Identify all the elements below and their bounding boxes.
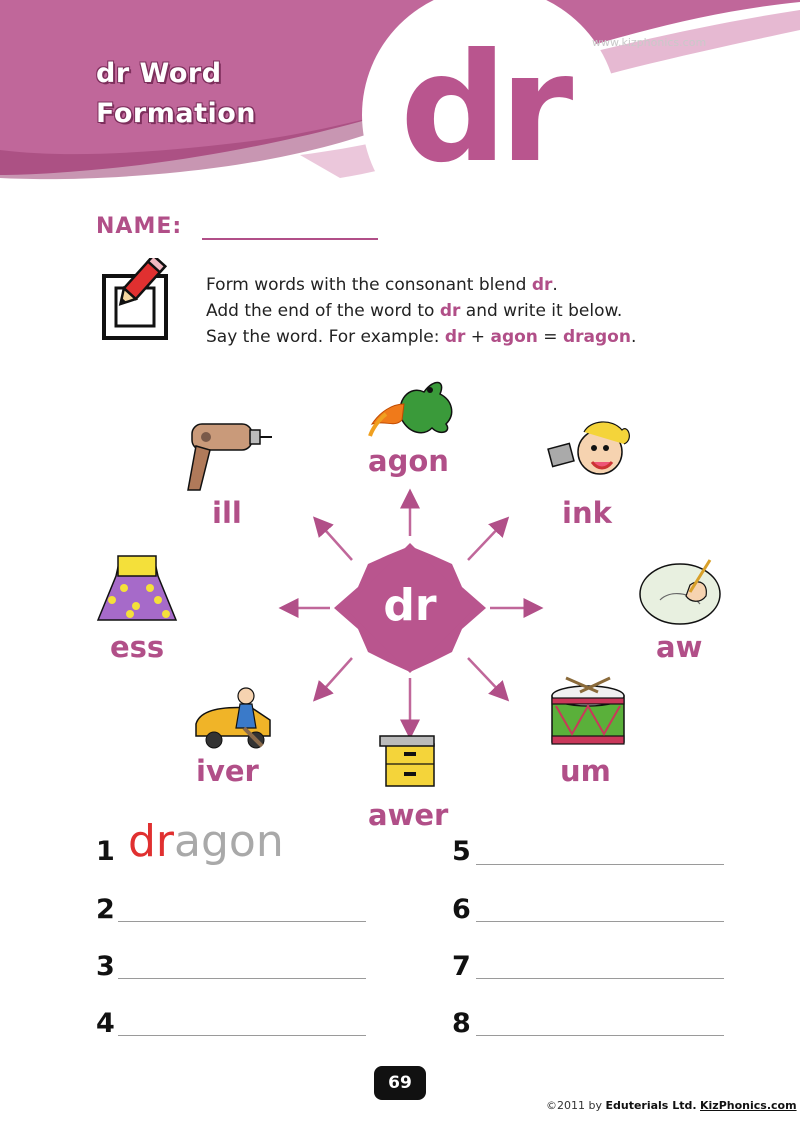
- answer-number-7: 7: [452, 951, 471, 982]
- draw-icon: [639, 559, 721, 625]
- highlight-dr: dr: [439, 301, 461, 321]
- answer-number-5: 5: [452, 836, 471, 867]
- word-wheel: [96, 381, 721, 787]
- text: and write it below.: [460, 301, 623, 321]
- dragon-icon: [368, 381, 453, 437]
- text: =: [537, 327, 563, 347]
- example-prefix: dr: [128, 816, 175, 867]
- highlight-dr: dr: [531, 275, 553, 295]
- text: Form words with the consonant blend: [206, 275, 532, 295]
- example-answer: dragon: [128, 820, 284, 864]
- page-number-badge: 69: [374, 1066, 426, 1100]
- dress-icon: [96, 555, 178, 621]
- highlight-dr: dr: [444, 327, 466, 347]
- answer-line-6[interactable]: [476, 921, 724, 922]
- answer-line-8[interactable]: [476, 1035, 724, 1036]
- ending-agon: agon: [368, 444, 449, 478]
- answer-number-8: 8: [452, 1008, 471, 1039]
- answer-line-3[interactable]: [118, 978, 366, 979]
- answer-line-2[interactable]: [118, 921, 366, 922]
- header-banner: [0, 0, 800, 200]
- answer-line-7[interactable]: [476, 978, 724, 979]
- company-name: Eduterials Ltd.: [605, 1099, 697, 1112]
- answer-number-2: 2: [96, 894, 115, 925]
- ending-aw: aw: [656, 630, 703, 664]
- copyright-footer: ©2011 by Eduterials Ltd. KizPhonics.com: [546, 1099, 797, 1112]
- example-suffix: agon: [174, 816, 284, 867]
- ending-ill: ill: [212, 496, 242, 530]
- highlight-dragon: dragon: [562, 327, 631, 347]
- answer-line-5[interactable]: [476, 864, 724, 865]
- ending-um: um: [560, 754, 611, 788]
- driver-icon: [195, 687, 271, 749]
- copyright-prefix: ©2011 by: [546, 1099, 606, 1112]
- center-blend: dr: [383, 580, 437, 631]
- text: Say the word. For example:: [206, 327, 445, 347]
- instruction-line-3: Say the word. For example: dr + agon = d…: [206, 324, 636, 350]
- text: .: [630, 327, 637, 347]
- ending-iver: iver: [196, 754, 259, 788]
- answer-line-4[interactable]: [118, 1035, 366, 1036]
- text: .: [552, 275, 558, 295]
- ending-ink: ink: [562, 496, 612, 530]
- highlight-agon: agon: [490, 327, 538, 347]
- answer-number-1: 1: [96, 836, 115, 867]
- drill-icon: [187, 423, 272, 491]
- site-url: www.kizphonics.com: [592, 36, 707, 49]
- drawer-icon: [379, 735, 435, 787]
- drink-icon: [547, 421, 630, 475]
- big-blend-letters: dr: [400, 22, 573, 196]
- instruction-line-2: Add the end of the word to dr and write …: [206, 298, 636, 324]
- answer-number-3: 3: [96, 951, 115, 982]
- text: Add the end of the word to: [206, 301, 440, 321]
- instructions: Form words with the consonant blend dr. …: [206, 272, 636, 350]
- drum-icon: [551, 676, 625, 745]
- text: +: [465, 327, 491, 347]
- worksheet-title-line1: dr Word: [96, 58, 222, 89]
- pencil-checkbox-icon: [102, 258, 168, 340]
- name-field[interactable]: [202, 238, 378, 240]
- footer-site-link[interactable]: KizPhonics.com: [700, 1099, 797, 1112]
- worksheet-title-line2: Formation: [96, 98, 257, 129]
- ending-ess: ess: [110, 630, 165, 664]
- name-label: NAME:: [96, 214, 183, 239]
- answer-number-6: 6: [452, 894, 471, 925]
- ending-awer: awer: [368, 798, 449, 832]
- instruction-line-1: Form words with the consonant blend dr.: [206, 272, 636, 298]
- answer-number-4: 4: [96, 1008, 115, 1039]
